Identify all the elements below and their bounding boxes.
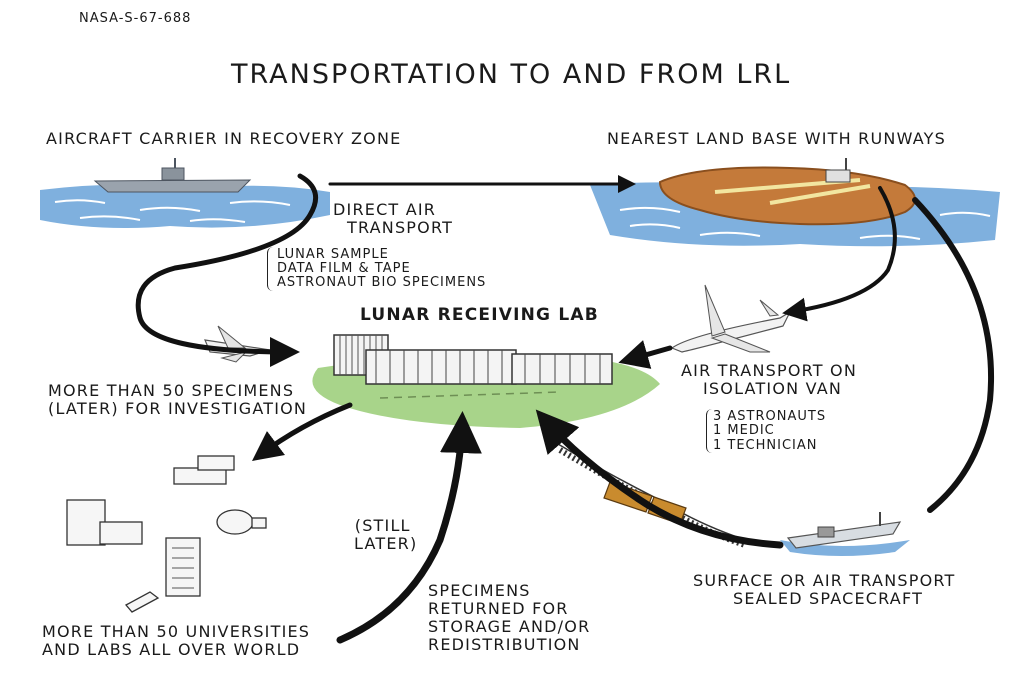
arrow-airliner-to-lab [618,340,673,369]
arrow-land-base-to-airliner [782,186,897,322]
airliner-icon [670,284,792,353]
document-id: NASA-S-67-688 [79,11,192,26]
land-base-label: NEAREST LAND BASE WITH RUNWAYS [607,129,946,148]
cargo-item: ASTRONAUT BIO SPECIMENS [277,274,487,290]
surface-transport-label: SURFACE OR AIR TRANSPORT SEALED SPACECRA… [693,571,956,608]
crew-item: 1 TECHNICIAN [713,437,818,453]
direct-air-transport-label: DIRECT AIR TRANSPORT [333,200,454,237]
specimens-investigation-label: MORE THAN 50 SPECIMENS (LATER) FOR INVES… [48,381,308,418]
arrow-universities-to-lab [336,411,482,644]
crew-brace [706,409,712,453]
specimens-returned-label: SPECIMENS RETURNED FOR STORAGE AND/OR RE… [428,581,591,654]
cargo-list: LUNAR SAMPLE DATA FILM & TAPE ASTRONAUT … [277,248,486,289]
cargo-brace [267,247,273,291]
recovery-ship-icon [780,512,910,556]
arrow-land-base-to-ship [912,197,995,513]
aircraft-carrier-icon [93,158,252,193]
crew-item: 1 MEDIC [713,423,775,439]
cargo-item: DATA FILM & TAPE [277,260,411,276]
still-later-label: (STILL LATER) [354,516,418,553]
lunar-receiving-lab-building-icon [333,334,613,385]
crew-list: 3 ASTRONAUTS 1 MEDIC 1 TECHNICIAN [713,409,827,453]
island-land-base-icon [658,158,916,226]
flow-arrows [135,173,995,644]
arrow-carrier-to-lab [135,173,319,367]
air-transport-label: AIR TRANSPORT ON ISOLATION VAN [681,361,857,398]
page-title: TRANSPORTATION TO AND FROM LRL [231,59,792,90]
jet-aircraft-icon [204,325,271,363]
crew-item: 3 ASTRONAUTS [713,409,827,424]
arrow-lab-to-universities [251,402,353,461]
arrow-ship-to-lab [535,409,784,549]
universities-label: MORE THAN 50 UNIVERSITIES AND LABS ALL O… [42,622,311,659]
carrier-water [40,184,330,228]
lab-label: LUNAR RECEIVING LAB [360,305,599,325]
cargo-item: LUNAR SAMPLE [277,247,389,262]
carrier-label: AIRCRAFT CARRIER IN RECOVERY ZONE [46,129,402,148]
university-buildings-icon [66,455,267,613]
